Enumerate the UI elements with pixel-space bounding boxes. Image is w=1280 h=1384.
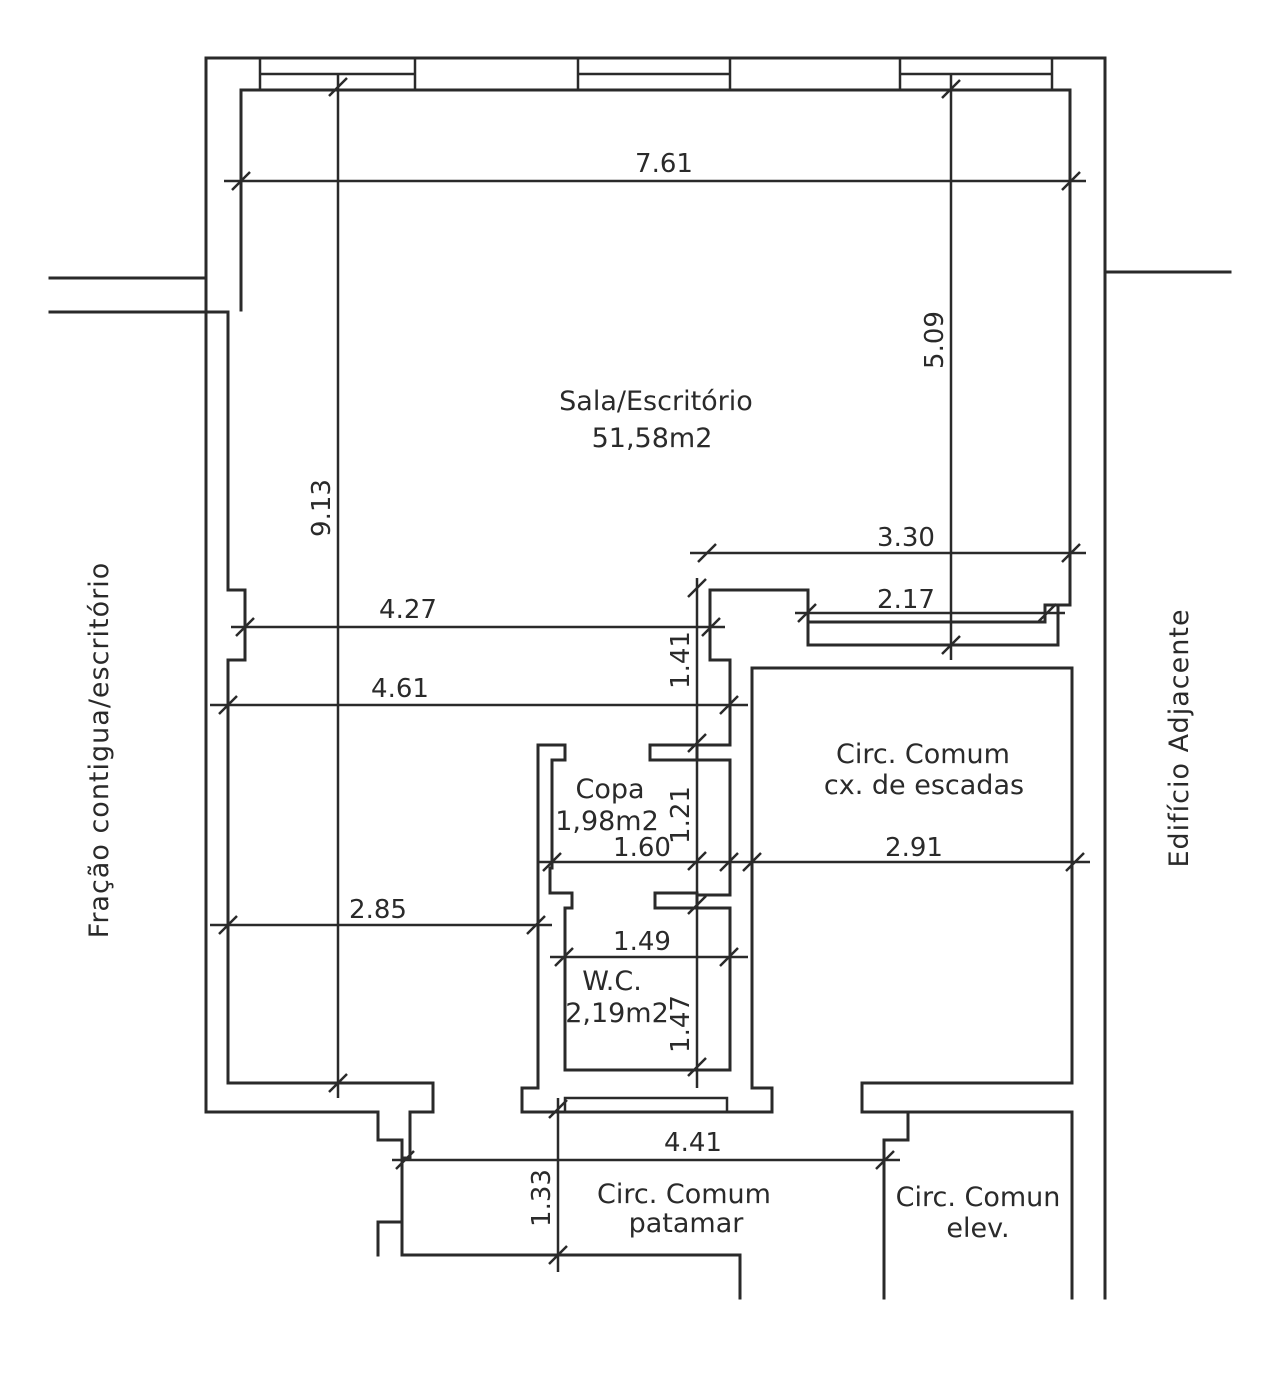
dim-wc-height: 1.47 [666,995,696,1053]
right-neighbor-label: Edifício Adjacente [1164,608,1195,867]
dim-total-height: 9.13 [307,479,337,537]
sala-right-step-wall [695,551,1072,747]
stair-box-wall [750,666,1074,1114]
left-neighbor-label: Fração contigua/escritório [84,562,115,939]
room-sala-area: 51,58m2 [592,423,713,454]
core-walls [400,551,1074,1300]
dim-wc-width: 1.49 [613,927,671,957]
dim-vert-121: 1.21 [666,786,696,844]
copa-door-wall [648,743,699,762]
room-escadas-line2: cx. de escadas [824,770,1024,801]
dim-width-427: 4.27 [379,595,437,625]
room-copa-area: 1,98m2 [555,806,659,837]
windows [258,56,1054,92]
dim-vert-141: 1.41 [666,631,696,689]
room-patamar-line1: Circ. Comum [597,1179,771,1210]
room-copa-name: Copa [575,774,644,805]
landing-bottom-wall [400,1220,742,1300]
room-wc-name: W.C. [582,966,642,997]
dim-copa-width: 1.60 [613,833,671,863]
dim-landing-width: 4.41 [664,1128,722,1158]
dimension-labels: 7.61 9.13 5.09 3.30 2.17 4.27 1.41 4.61 … [307,149,950,1227]
copa-partition [520,743,732,1114]
neighbor-labels: Fração contigua/escritório Edifício Adja… [84,562,1195,939]
dim-escadas-width: 2.91 [885,833,943,863]
wc-door-wall [653,891,699,910]
elevator-left-wall [882,1110,910,1300]
dim-landing-depth: 1.33 [527,1169,557,1227]
stair-box-left-wall [718,666,774,1114]
dim-right-height: 5.09 [920,311,950,369]
room-sala-name: Sala/Escritório [559,386,753,417]
room-elev-line1: Circ. Comun [896,1182,1061,1213]
room-escadas-line1: Circ. Comum [836,739,1010,770]
left-inner-wall [226,310,435,1160]
room-elev-line2: elev. [946,1213,1009,1244]
dimension-lines [210,74,1090,1272]
dim-top-width: 7.61 [635,149,693,179]
dim-right-notch: 3.30 [877,523,935,553]
room-labels: Sala/Escritório 51,58m2 Copa 1,98m2 W.C.… [555,386,1060,1244]
room-patamar-line2: patamar [629,1208,745,1239]
room-wc-area: 2,19m2 [565,998,669,1029]
elevator-wall [906,1110,1074,1300]
dim-right-step: 2.17 [877,585,935,615]
left-outer-wall [204,276,404,1257]
dim-width-461: 4.61 [371,674,429,704]
wc-threshold [563,1096,729,1114]
sala-right-step-wall-outer [806,603,1072,647]
dim-width-285: 2.85 [349,895,407,925]
